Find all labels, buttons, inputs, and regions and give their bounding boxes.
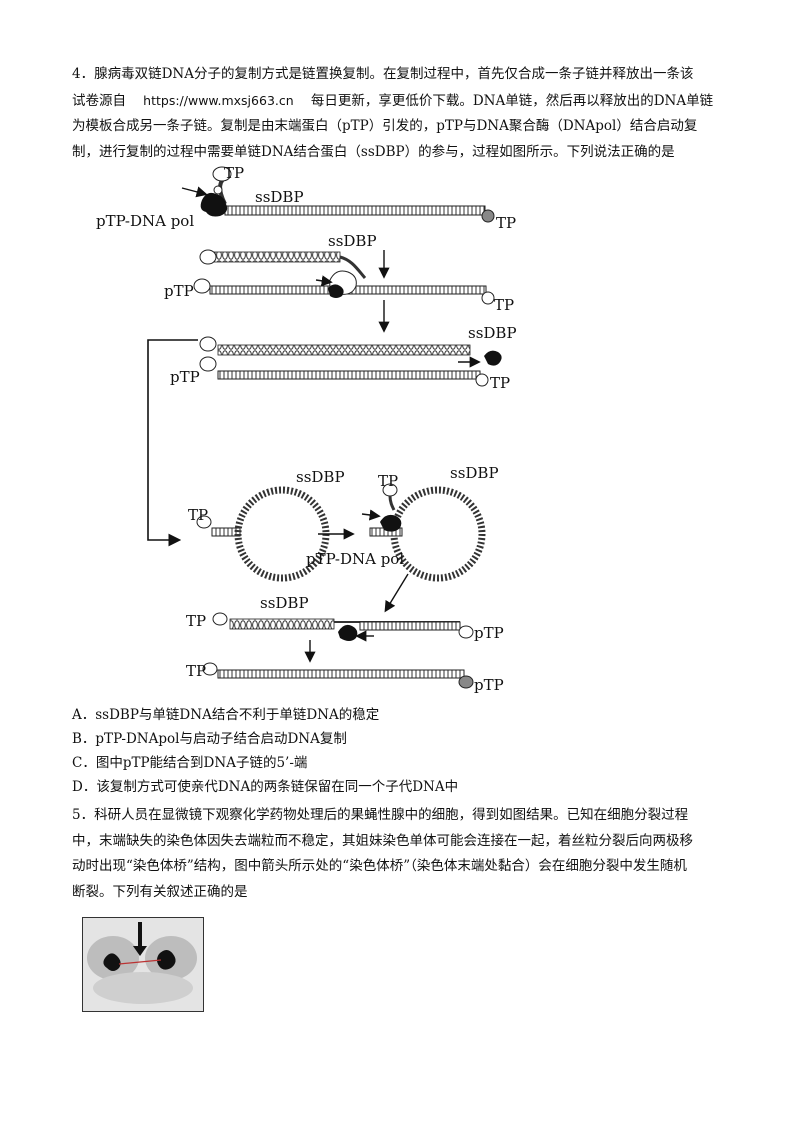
duplex-dna — [217, 370, 481, 380]
stage-1: TP ssDBP pTP-DNA pol TP — [96, 164, 516, 232]
label-tp: TP — [186, 662, 206, 680]
label-ssdbp: ssDBP — [468, 324, 517, 342]
source-url-link[interactable]: https://www.mxsj663.cn — [143, 92, 294, 108]
arrow-down-icon — [133, 946, 147, 956]
q5-line-2: 中，末端缺失的染色体因失去端粒而不稳定，其姐妹染色单体可能会连接在一起，着丝粒分… — [72, 832, 693, 849]
label-ptp: pTP — [164, 282, 194, 300]
label-tp: TP — [188, 506, 208, 524]
stage-3: ssDBP pTP TP — [170, 300, 517, 392]
stage-2: ssDBP pTP TP — [164, 232, 514, 314]
label-ssdbp: ssDBP — [255, 188, 304, 206]
option-b[interactable]: B．pTP-DNApol与启动子结合启动DNA复制 — [72, 731, 347, 747]
label-tp-right: TP — [490, 374, 510, 392]
label-tp-right: TP — [494, 296, 514, 314]
q4-line-1: 4．腺病毒双链DNA分子的复制方式是链置换复制。在复制过程中，首先仅合成一条子链… — [72, 66, 694, 82]
q4-line-4: 制，进行复制的过程中需要单链DNA结合蛋白（ssDBP）的参与，过程如图所示。下… — [72, 143, 675, 160]
label-ssdbp: ssDBP — [328, 232, 377, 250]
chromosome-cluster-left — [103, 953, 121, 971]
replication-diagram: TP ssDBP pTP-DNA pol TP ssDBP pTP TP ssD… — [96, 164, 517, 694]
label-ptp: pTP — [170, 368, 200, 386]
question-4-options: A．ssDBP与单链DNA结合不利于单链DNA的稳定 B．pTP-DNApol与… — [72, 703, 732, 799]
label-ssdbp: ssDBP — [296, 468, 345, 486]
daughter-duplex-dna — [217, 669, 465, 679]
label-ssdbp: ssDBP — [260, 594, 309, 612]
ssdbp-coated-strand — [229, 618, 335, 630]
label-tp: TP — [224, 164, 244, 182]
micrograph-image — [83, 918, 203, 1011]
question-5-text: 5．科研人员在显微镜下观察化学药物处理后的果蝇性腺中的细胞，得到如图结果。已知在… — [72, 803, 724, 905]
ssdbp-coated-strand — [217, 344, 471, 356]
q4-line-2-rest: 每日更新，享更低价下载。DNA单链，然后再以释放出的DNA单链 — [310, 92, 714, 109]
stage-6: TP pTP — [186, 640, 504, 694]
label-tp-right: TP — [496, 214, 516, 232]
q4-line-2: 试卷源自 https://www.mxsj663.cn 每日更新，享更低价下载。… — [72, 88, 724, 115]
label-ptp-dna-pol: pTP-DNA pol — [96, 212, 194, 230]
q5-line-4: 断裂。下列有关叙述正确的是 — [72, 883, 248, 900]
circular-ssdna-right — [390, 486, 486, 582]
label-tp: TP — [378, 472, 398, 490]
q5-line-1: 5．科研人员在显微镜下观察化学药物处理后的果蝇性腺中的细胞，得到如图结果。已知在… — [72, 807, 689, 823]
flow-arrow — [147, 339, 198, 547]
tp-protein — [212, 166, 232, 182]
label-tp: TP — [186, 612, 206, 630]
option-d[interactable]: D．该复制方式可使亲代DNA的两条链保留在同一个子代DNA中 — [72, 779, 459, 795]
option-a[interactable]: A．ssDBP与单链DNA结合不利于单链DNA的稳定 — [72, 707, 380, 723]
label-ptp: pTP — [474, 624, 504, 642]
duplex-dna — [224, 205, 486, 216]
q4-source-label: 试卷源自 — [72, 92, 126, 109]
ssdbp-coated-strand — [209, 251, 341, 263]
chromosome-bridge-micrograph — [82, 917, 204, 1012]
label-ptp-dna-pol: pTP-DNA pol — [306, 550, 404, 568]
q4-line-3: 为模板合成另一条子链。复制是由末端蛋白（pTP）引发的，pTP与DNA聚合酶（D… — [72, 118, 698, 134]
chromosome-bridge — [118, 959, 162, 965]
question-4-text: 4．腺病毒双链DNA分子的复制方式是链置换复制。在复制过程中，首先仅合成一条子链… — [72, 62, 724, 165]
stage-5: ssDBP TP pTP — [186, 573, 504, 642]
tp-end-protein — [481, 209, 495, 223]
chromosome-cluster-right — [157, 950, 176, 970]
option-c[interactable]: C．图中pTP能结合到DNA子链的5’-端 — [72, 755, 308, 771]
pTP-DNA-pol-complex — [200, 192, 228, 217]
stage-4: TP ssDBP TP ssDBP pTP-DNA pol — [188, 464, 499, 582]
q5-line-3: 动时出现“染色体桥”结构，图中箭头所示处的“染色体桥”（染色体末端处黏合）会在细… — [72, 858, 687, 874]
label-ssdbp: ssDBP — [450, 464, 499, 482]
label-ptp: pTP — [474, 676, 504, 694]
